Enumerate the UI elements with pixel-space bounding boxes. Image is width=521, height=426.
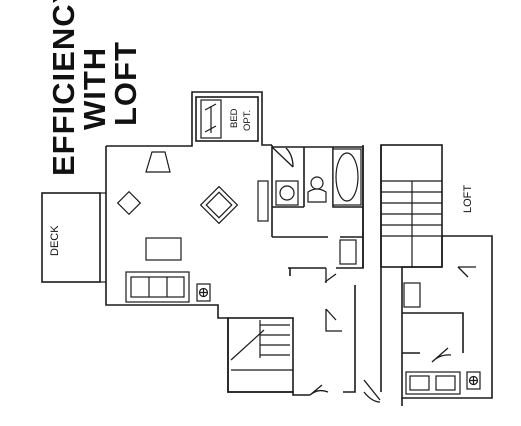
entry-door bbox=[271, 146, 294, 168]
deck: DECK bbox=[41, 192, 106, 283]
sink bbox=[275, 180, 299, 206]
fireplace bbox=[145, 151, 171, 173]
interior-doors bbox=[309, 268, 342, 396]
main-floor-walls bbox=[105, 91, 364, 396]
armchair bbox=[199, 185, 239, 225]
title-line-loft: LOFT bbox=[108, 41, 143, 126]
deck-label: DECK bbox=[49, 225, 61, 256]
outer-walls bbox=[362, 145, 403, 406]
loft-label: LOFT bbox=[462, 185, 474, 213]
plan-title: EFFICIENCY WITH LOFT bbox=[46, 0, 143, 176]
coffee-table bbox=[145, 237, 182, 261]
bathroom-walls bbox=[272, 147, 363, 238]
heater-icon bbox=[196, 283, 211, 302]
closet bbox=[339, 239, 357, 265]
sofa-icon bbox=[125, 271, 190, 303]
bed-opt-label-line2: OPT. bbox=[242, 110, 253, 131]
stairs-down bbox=[230, 320, 293, 371]
bed-option: BED OPT. bbox=[195, 96, 259, 142]
kitchen-counter bbox=[257, 180, 269, 222]
bed-opt-label-line1: BED bbox=[229, 108, 240, 128]
bathroom bbox=[275, 148, 362, 206]
bathtub-icon bbox=[332, 148, 362, 206]
title-line-efficiency: EFFICIENCY bbox=[46, 0, 81, 176]
heater-icon bbox=[466, 371, 481, 390]
loft-beds bbox=[405, 371, 461, 395]
loft-stairs bbox=[381, 180, 442, 267]
loft-entry-door bbox=[363, 379, 381, 403]
loft-walls bbox=[401, 235, 493, 399]
main-floor bbox=[105, 91, 364, 396]
title-line-with: WITH bbox=[77, 47, 112, 130]
deck-outline bbox=[41, 192, 101, 283]
side-table bbox=[116, 190, 142, 216]
bed-alcove bbox=[195, 96, 259, 142]
loft: LOFT bbox=[380, 144, 493, 399]
stair-box bbox=[227, 317, 294, 393]
kitchen bbox=[257, 146, 294, 222]
toilet-icon bbox=[307, 176, 327, 203]
loft-closet bbox=[403, 282, 421, 308]
living-room bbox=[116, 151, 239, 303]
